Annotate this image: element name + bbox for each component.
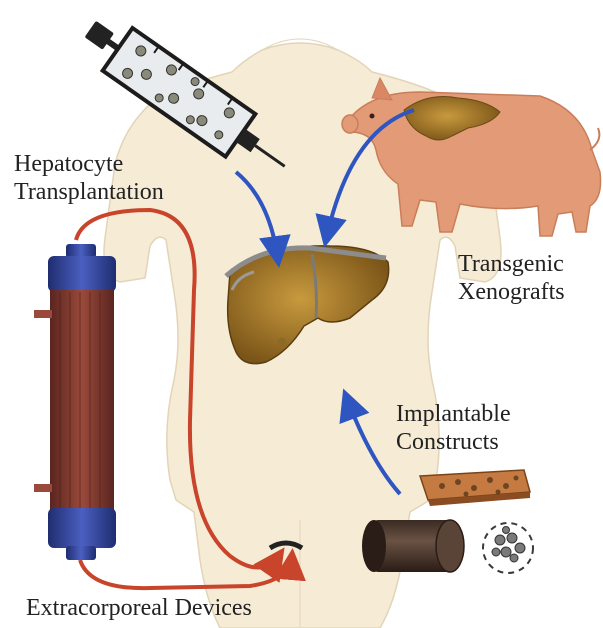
scaffold-sheet-icon [420, 470, 530, 506]
cylinder-construct-icon [362, 520, 464, 572]
label-implantable-line2: Constructs [396, 428, 499, 456]
cell-aggregate-icon [483, 523, 533, 573]
label-hepatocyte-line2: Transplantation [14, 178, 164, 206]
label-implantable-line1: Implantable [396, 400, 511, 428]
label-transgenic-line2: Xenografts [458, 278, 565, 306]
label-transgenic-line1: Transgenic [458, 250, 564, 278]
label-hepatocyte-line1: Hepatocyte [14, 150, 123, 178]
label-extracorporeal: Extracorporeal Devices [26, 594, 252, 622]
bioreactor-device-icon [34, 244, 116, 560]
